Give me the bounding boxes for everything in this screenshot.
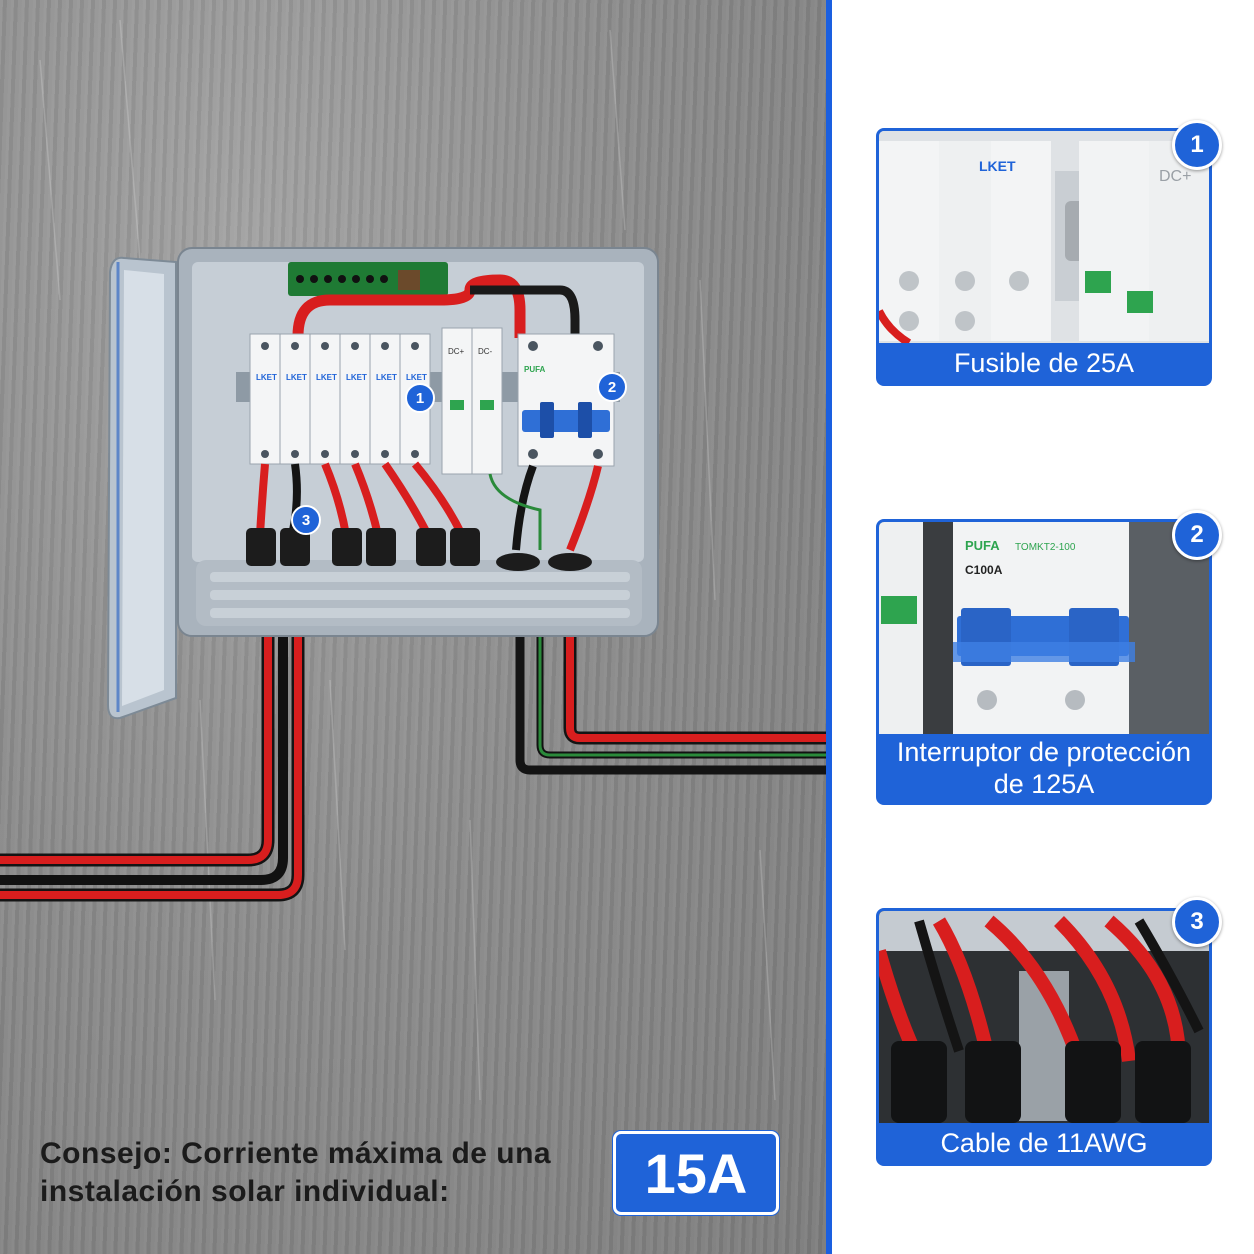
breaker-closeup-photo: PUFA TOMKT2-100 C100A: [879, 522, 1209, 734]
breaker-caption: Interruptor de protección de 125A: [879, 734, 1209, 802]
vertical-divider: [826, 0, 832, 1254]
max-current-badge: 15A: [613, 1131, 779, 1215]
callout-marker-2: 2: [597, 372, 627, 402]
cable-closeup-photo: [879, 911, 1209, 1123]
fuse-closeup-photo: LKET DC+: [879, 131, 1209, 343]
wall-background: LKET LKET LKET LKET LKET LKET DC+ DC- PUFA: [0, 0, 826, 1254]
detail-card-cable: Cable de 11AWG: [876, 908, 1212, 1166]
detail-card-fuse: LKET DC+ Fusible de 25A: [876, 128, 1212, 386]
svg-text:DC+: DC+: [1159, 168, 1191, 185]
svg-text:LKET: LKET: [256, 373, 277, 382]
svg-text:PUFA: PUFA: [524, 365, 546, 374]
svg-text:TOMKT2-100: TOMKT2-100: [1015, 542, 1076, 553]
cable-caption: Cable de 11AWG: [940, 1128, 1148, 1158]
svg-text:LKET: LKET: [286, 373, 307, 382]
svg-text:LKET: LKET: [346, 373, 367, 382]
callout-marker-1: 1: [405, 383, 435, 413]
svg-text:DC+: DC+: [448, 347, 465, 356]
badge-3: 3: [1172, 897, 1222, 947]
detail-card-breaker: PUFA TOMKT2-100 C100A Interruptor de pro…: [876, 519, 1212, 805]
callout-marker-3: 3: [291, 505, 321, 535]
tip-text: Consejo: Corriente máxima de una instala…: [40, 1135, 600, 1211]
svg-text:LKET: LKET: [316, 373, 337, 382]
svg-text:C100A: C100A: [965, 563, 1003, 577]
svg-text:LKET: LKET: [979, 158, 1016, 174]
breaker-caption-line-1: Interruptor de protección: [896, 737, 1192, 767]
fuse-caption: Fusible de 25A: [953, 348, 1135, 378]
badge-2: 2: [1172, 510, 1222, 560]
badge-1: 1: [1172, 120, 1222, 170]
svg-text:PUFA: PUFA: [965, 538, 1000, 553]
svg-text:DC-: DC-: [478, 347, 493, 356]
tip-line-2: instalación solar individual:: [40, 1175, 450, 1208]
combiner-box-illustration: LKET LKET LKET LKET LKET LKET DC+ DC- PUFA: [0, 19, 826, 1101]
detail-panel: LKET DC+ Fusible de 25A 1 PUFA TOMKT2: [832, 0, 1254, 1254]
tip-line-1: Consejo: Corriente máxima de una: [40, 1137, 552, 1170]
breaker-caption-line-2: de 125A: [993, 769, 1095, 799]
svg-text:LKET: LKET: [376, 373, 397, 382]
svg-text:LKET: LKET: [406, 373, 427, 382]
